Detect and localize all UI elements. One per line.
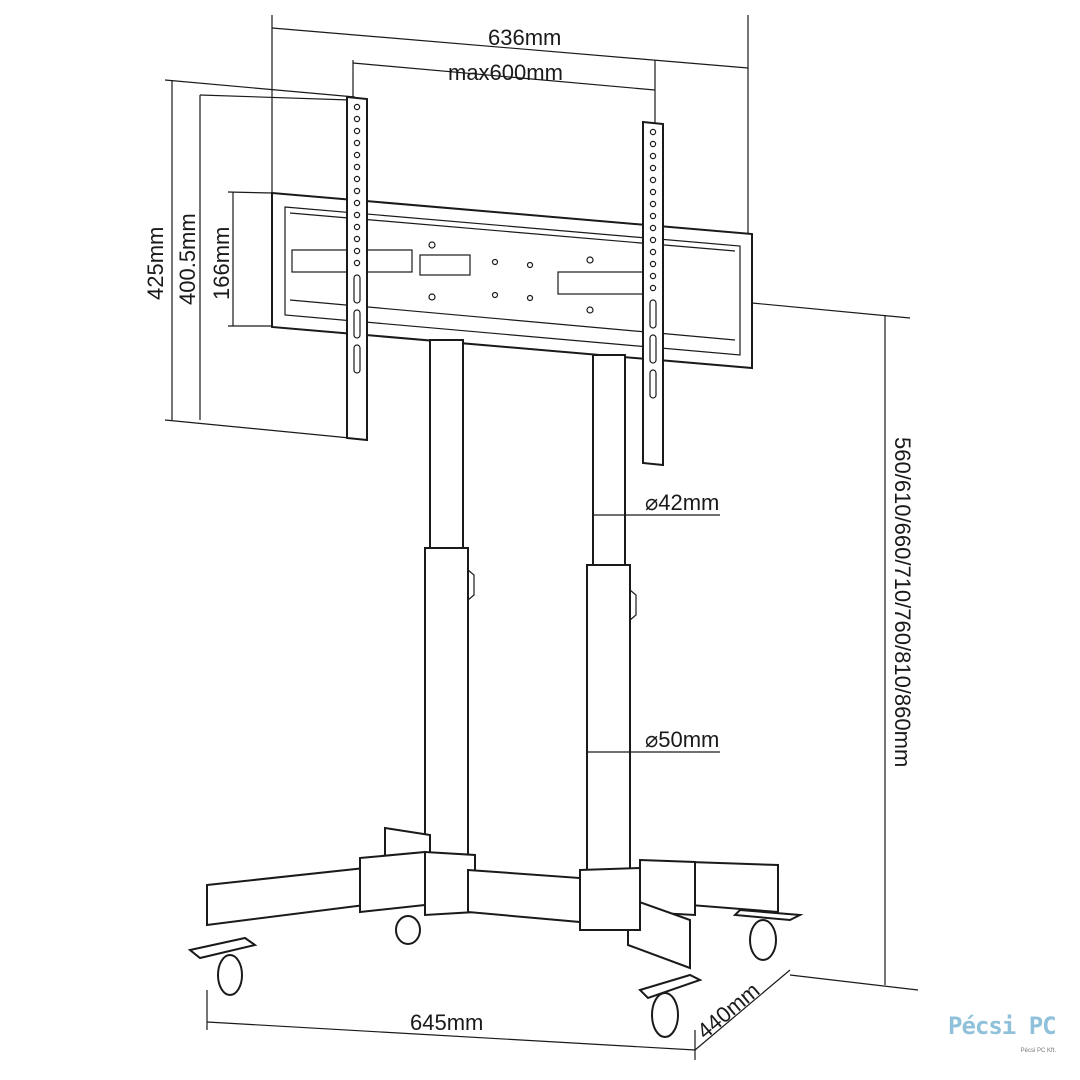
right-pole	[586, 354, 637, 871]
label-400-5: 400.5mm	[175, 213, 200, 305]
dimension-max600: max600mm	[352, 60, 656, 124]
rail-hole	[649, 272, 657, 280]
rail-slot	[353, 344, 361, 374]
base-frame	[206, 826, 779, 970]
label-height: 560/610/660/710/760/810/860mm	[890, 437, 915, 767]
dimension-636: 636mm	[271, 15, 749, 235]
rail-hole	[353, 235, 361, 243]
rail-hole	[649, 212, 657, 220]
label-440: 440mm	[692, 978, 764, 1044]
left-rail	[346, 95, 368, 442]
rail-hole	[649, 164, 657, 172]
rail-hole	[353, 211, 361, 219]
rail-slot	[353, 309, 361, 339]
rail-slot	[649, 334, 657, 364]
rail-slot	[649, 299, 657, 329]
casters	[187, 908, 804, 1038]
rail-hole	[649, 140, 657, 148]
label-645: 645mm	[410, 1010, 483, 1035]
rail-hole	[649, 128, 657, 136]
label-42: ⌀42mm	[645, 490, 719, 515]
rail-hole	[649, 176, 657, 184]
rail-hole	[353, 115, 361, 123]
rail-hole	[353, 247, 361, 255]
mounting-plate	[271, 191, 753, 370]
dimension-left: 425mm 400.5mm 166mm	[143, 79, 356, 439]
rail-hole	[649, 248, 657, 256]
rail-slot	[353, 274, 361, 304]
rail-hole	[649, 200, 657, 208]
dimension-height: 560/610/660/710/760/810/860mm	[751, 302, 919, 991]
rail-hole	[353, 103, 361, 111]
rail-hole	[649, 260, 657, 268]
dimension-base: 645mm 440mm	[206, 969, 791, 1060]
right-rail	[642, 120, 664, 467]
logo-subtext: Pécsi PC Kft.	[1020, 1048, 1056, 1054]
rail-hole	[649, 152, 657, 160]
brand-logo: Pécsi PC Pécsi PC Kft.	[948, 1012, 1060, 1062]
rail-hole	[353, 199, 361, 207]
label-166: 166mm	[209, 227, 234, 300]
rail-hole	[353, 151, 361, 159]
rail-hole	[353, 259, 361, 267]
rail-hole	[353, 127, 361, 135]
rail-slot	[649, 369, 657, 399]
rail-hole	[353, 139, 361, 147]
rail-hole	[649, 224, 657, 232]
label-636: 636mm	[488, 25, 561, 50]
rail-hole	[353, 223, 361, 231]
rail-hole	[353, 163, 361, 171]
rail-hole	[353, 175, 361, 183]
logo-text: Pécsi PC	[948, 1012, 1057, 1040]
rail-hole	[649, 188, 657, 196]
label-425: 425mm	[143, 227, 168, 300]
rail-hole	[649, 284, 657, 292]
rail-hole	[353, 187, 361, 195]
rail-hole	[649, 236, 657, 244]
left-pole	[424, 339, 475, 859]
label-50: ⌀50mm	[645, 727, 719, 752]
label-max600: max600mm	[448, 60, 563, 85]
